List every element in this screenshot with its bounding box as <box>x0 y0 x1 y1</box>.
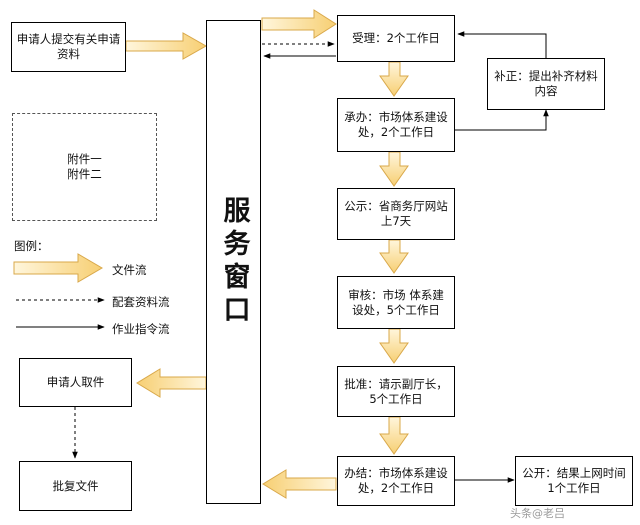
arrow-publicize-to-review <box>379 239 409 274</box>
approval-document-box: 批复文件 <box>19 461 132 511</box>
step-undertake-box: 承办：市场体系建设 处，2个工作日 <box>337 98 455 152</box>
arrow-accept-to-undertake <box>379 61 409 97</box>
step-complete-box: 办结：市场体系建设 处，2个工作日 <box>337 456 455 506</box>
legend-title: 图例： <box>14 239 49 253</box>
legend-material-flow-label: 配套资料流 <box>112 295 170 309</box>
attachments-label: 附件一 附件二 <box>67 152 102 181</box>
legend-file-flow-symbol <box>13 253 103 283</box>
step-publicize-label: 公示：省商务厅网站 上7天 <box>344 199 448 228</box>
step-complete-label: 办结：市场体系建设 处，2个工作日 <box>344 466 448 495</box>
line-undertake-to-correction <box>455 109 549 131</box>
applicant-submit-box: 申请人提交有关申请 资料 <box>11 22 126 72</box>
step-accept-label: 受理：2个工作日 <box>352 31 440 45</box>
attachments-box: 附件一 附件二 <box>12 113 157 221</box>
line-correction-to-accept <box>457 31 547 58</box>
service-window-box: 服务窗口 <box>206 20 261 504</box>
arrow-window-to-accept <box>261 9 337 39</box>
approval-document-label: 批复文件 <box>52 478 99 493</box>
arrow-review-to-approve <box>379 328 409 364</box>
step-review-label: 审核：市场 体系建 设处，5个工作日 <box>348 287 444 317</box>
step-accept-box: 受理：2个工作日 <box>337 15 455 62</box>
step-review-box: 审核：市场 体系建 设处，5个工作日 <box>337 276 455 329</box>
applicant-submit-label: 申请人提交有关申请 资料 <box>16 32 121 61</box>
arrow-applicant-to-window <box>125 32 208 60</box>
arrow-complete-to-window <box>262 469 337 499</box>
arrow-approve-to-complete <box>379 416 409 455</box>
applicant-pickup-box: 申请人取件 <box>19 358 132 407</box>
step-publicize-box: 公示：省商务厅网站 上7天 <box>337 188 455 240</box>
publish-label: 公开：结果上网时间 1个工作日 <box>522 466 626 495</box>
step-approve-label: 批准：请示副厅长， 5个工作日 <box>344 376 448 406</box>
step-undertake-label: 承办：市场体系建设 处，2个工作日 <box>344 110 448 139</box>
step-approve-box: 批准：请示副厅长， 5个工作日 <box>337 366 455 417</box>
publish-box: 公开：结果上网时间 1个工作日 <box>515 456 633 506</box>
watermark-text: 头条@老吕 <box>510 507 565 520</box>
legend-command-flow-label: 作业指令流 <box>112 322 170 336</box>
service-window-label: 服务窗口 <box>218 196 250 328</box>
correction-box: 补正：提出补齐材料 内容 <box>487 58 605 110</box>
legend-file-flow-label: 文件流 <box>112 263 147 277</box>
correction-label: 补正：提出补齐材料 内容 <box>494 69 598 98</box>
arrow-window-to-pickup <box>136 368 207 398</box>
arrow-undertake-to-publicize <box>379 151 409 187</box>
applicant-pickup-label: 申请人取件 <box>46 375 105 389</box>
